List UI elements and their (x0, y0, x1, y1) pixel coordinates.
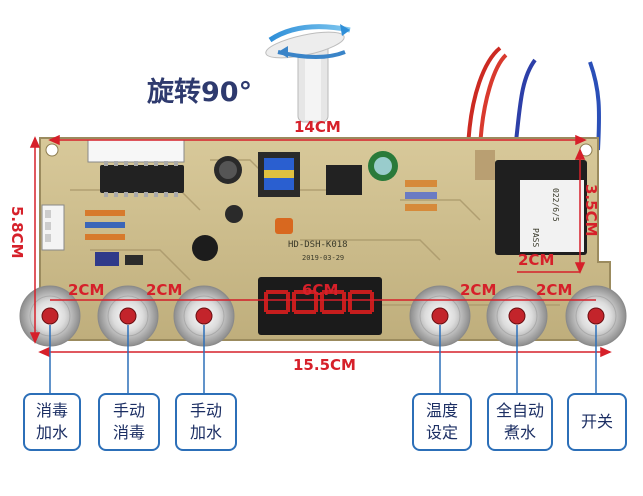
touch-button-4 (409, 285, 471, 347)
gap-label-4: 2CM (536, 281, 573, 299)
label-line: 手动 (189, 401, 222, 420)
label-disinfect-water: 消毒 加水 (23, 393, 81, 451)
label-line: 消毒 (35, 401, 68, 420)
right-height-label: 3.5CM (582, 184, 600, 237)
label-line: 加水 (35, 423, 68, 442)
seven-segment-display (258, 277, 382, 335)
label-line: 加水 (189, 423, 222, 442)
leader-lines (49, 325, 597, 393)
label-line: 手动 (112, 401, 145, 420)
label-line: 煮水 (503, 423, 536, 442)
label-line: 设定 (425, 423, 458, 442)
label-line: 开关 (580, 412, 613, 431)
label-manual-disinfect: 手动 消毒 (98, 393, 160, 451)
gap-label-1: 2CM (68, 281, 105, 299)
label-auto-boil: 全自动 煮水 (487, 393, 553, 451)
label-line: 全自动 (495, 401, 544, 420)
wires (466, 46, 602, 151)
relay-date-code: 022/6/5 (551, 188, 560, 222)
total-width-label: 15.5CM (293, 356, 356, 374)
label-manual-water: 手动 加水 (175, 393, 237, 451)
board-model-marking: HD-DSH-K018 (288, 240, 348, 250)
label-temperature-setting: 温度 设定 (412, 393, 472, 451)
rotate-knob-icon (265, 24, 351, 123)
relay-pass-label: PASS (531, 228, 540, 248)
label-line: 温度 (425, 401, 458, 420)
board-height-label: 5.8CM (8, 206, 26, 259)
dimension-lines (29, 134, 612, 358)
board-width-label: 14CM (294, 118, 341, 136)
rotation-label: 旋转90° (147, 77, 253, 108)
gap-label-2: 2CM (146, 281, 183, 299)
gap-label-3: 2CM (460, 281, 497, 299)
label-line: 消毒 (112, 423, 145, 442)
display-width-label: 6CM (302, 281, 339, 299)
board-date-marking: 2019-03-29 (302, 254, 345, 262)
touch-button-2 (97, 285, 159, 347)
gap-label-right-top: 2CM (518, 251, 555, 269)
label-power-switch: 开关 (567, 393, 627, 451)
